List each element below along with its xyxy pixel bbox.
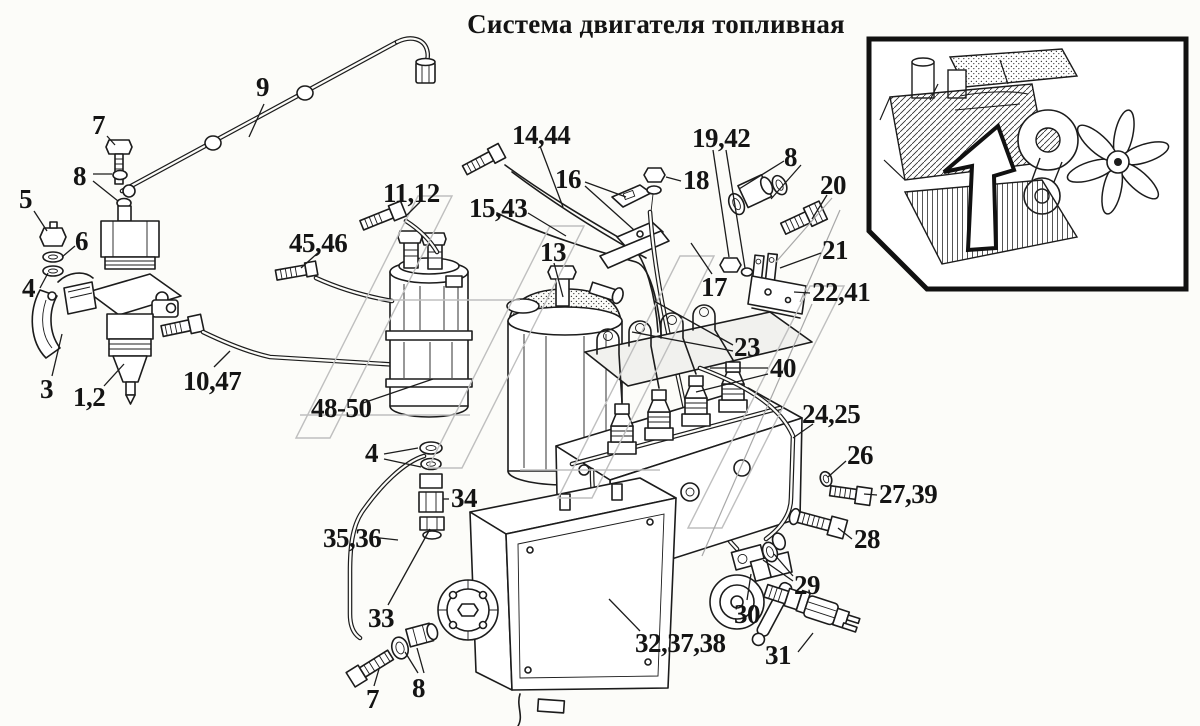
callout-19-42: 19,42 [692,123,751,153]
page-title: Система двигателя топливная [467,9,845,39]
callout-29: 29 [794,570,821,600]
injector-clamp [31,272,97,359]
engine-location-inset [866,36,1189,292]
fuel-line-9 [119,36,436,194]
callout-15-43: 15,43 [469,193,528,223]
callout-16: 16 [555,164,582,194]
callout-1-2: 1,2 [73,382,106,412]
engine-thumbnail-art [879,48,1170,265]
callout-3: 3 [40,374,54,404]
callout-32-37-38: 32,37,38 [635,628,726,658]
drain-tube-35-36 [345,441,445,688]
fan-icon [1066,109,1170,215]
pressure-sensor [763,583,861,633]
callout-8: 8 [73,161,87,191]
callout-48-50: 48-50 [311,393,372,423]
callout-20: 20 [820,170,847,200]
callout-21: 21 [822,235,849,265]
drain-pipe-10-47 [160,313,436,370]
callout-5: 5 [19,184,33,214]
callout-6: 6 [75,226,89,256]
nut-18 [643,167,666,213]
injector-assembly [39,139,182,405]
callout-9: 9 [256,72,270,102]
location-arrow-icon [942,122,1017,253]
callout-22-41: 22,41 [812,277,871,307]
callout-4: 4 [22,273,36,303]
callout-26: 26 [847,440,874,470]
callout-17: 17 [701,272,728,302]
callout-7: 7 [92,110,106,140]
callout-13: 13 [540,237,567,267]
callout-31: 31 [765,640,792,670]
callout-28: 28 [854,524,881,554]
callout-35-36: 35,36 [323,523,382,553]
callout-11-12: 11,12 [383,178,440,208]
callout-10-47: 10,47 [183,366,242,396]
callout-18: 18 [683,165,710,195]
callout-24-25: 24,25 [802,399,861,429]
callout-14-44: 14,44 [512,120,571,150]
callout-8: 8 [784,142,798,172]
callout-40: 40 [770,353,797,383]
callout-33: 33 [368,603,395,633]
callout-45-46: 45,46 [289,228,348,258]
callout-27-39: 27,39 [879,479,938,509]
drive-coupling [437,579,499,641]
callout-23: 23 [734,332,761,362]
callout-34: 34 [451,483,478,513]
callout-7: 7 [366,684,380,714]
callout-4: 4 [365,438,379,468]
callout-30: 30 [734,599,761,629]
callout-8: 8 [412,673,426,703]
pipe-clamp-16 [599,184,670,269]
